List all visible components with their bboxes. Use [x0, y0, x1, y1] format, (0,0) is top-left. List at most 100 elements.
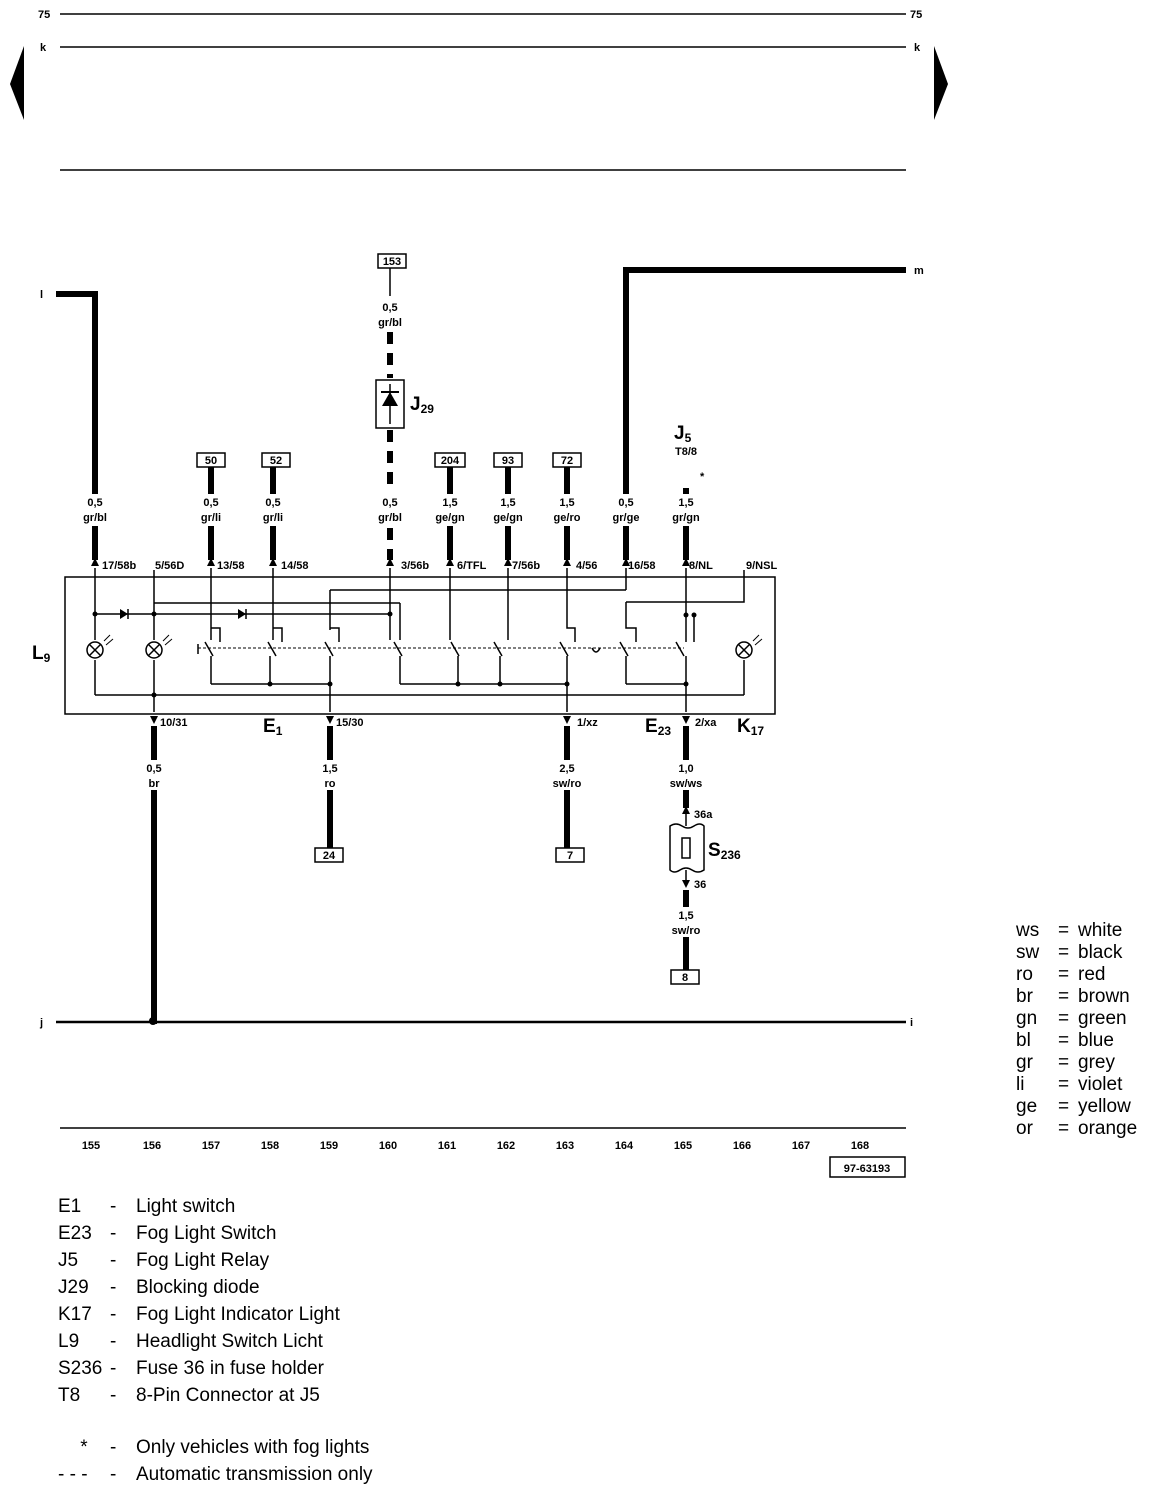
label-e1: E1: [263, 716, 283, 738]
diagram-id-box: [829, 1156, 906, 1178]
component-key-row: E23-Fog Light Switch: [58, 1223, 277, 1244]
color-key-row: gr=grey: [1016, 1052, 1115, 1073]
pin-6-tfl: 6/TFL: [457, 560, 487, 572]
color-key-row: bl=blue: [1016, 1030, 1114, 1051]
pin-9-nsl: 9/NSL: [746, 560, 777, 572]
color-key-row: ws=white: [1016, 920, 1123, 941]
track-166: 166: [733, 1140, 751, 1152]
wire-160-color: gr/bl: [378, 512, 402, 524]
label-l9: L9: [32, 643, 51, 665]
wire-93-color: ge/gn: [493, 512, 523, 524]
track-168: 168: [851, 1140, 869, 1152]
wire-j5-color: gr/gn: [672, 512, 700, 524]
wire-204-color: ge/gn: [435, 512, 465, 524]
wire-93-size: 1,5: [500, 497, 515, 509]
color-key-row: br=brown: [1016, 986, 1130, 1007]
pin-1-xz: 1/xz: [577, 717, 598, 729]
track-158: 158: [261, 1140, 279, 1152]
wire-52-color: gr/li: [263, 512, 283, 524]
wire-br-color: br: [149, 778, 161, 790]
wire-7-size: 2,5: [559, 763, 574, 775]
label-e23: E23: [645, 716, 671, 738]
wire-50-size: 0,5: [203, 497, 218, 509]
wire-160-size: 0,5: [382, 497, 397, 509]
pin-fuse-36: 36: [694, 879, 706, 891]
fuse-icon: [681, 837, 691, 859]
wire-fuse-out-size: 1,5: [678, 910, 693, 922]
wire-m-color: gr/ge: [613, 512, 640, 524]
top-wire-labels: 0,5 gr/bl 0,5 gr/li 0,5 gr/li 1,5 ge/gn …: [78, 494, 706, 526]
component-key-gap: [58, 1409, 373, 1434]
wire-fuse-in-color: sw/ws: [670, 778, 702, 790]
pin-5-56d: 5/56D: [155, 560, 184, 572]
marker-i: i: [910, 1017, 913, 1029]
track-156: 156: [143, 1140, 161, 1152]
diode-icon: [382, 392, 398, 406]
track-167: 167: [792, 1140, 810, 1152]
internal-diode-icon-2: [238, 609, 246, 619]
component-key-row: S236-Fuse 36 in fuse holder: [58, 1358, 325, 1379]
wire-m: [623, 267, 906, 560]
wire-153-size: 0,5: [382, 302, 397, 314]
color-key-row: or=orange: [1016, 1118, 1138, 1139]
track-155: 155: [82, 1140, 100, 1152]
switch-internals: [92, 568, 745, 712]
pin-13-58: 13/58: [217, 560, 245, 572]
nav-arrow-left-icon: [10, 46, 24, 120]
page-number-left: 75: [38, 9, 50, 21]
wire-j5-size: 1,5: [678, 497, 693, 509]
wire-72-size: 1,5: [559, 497, 574, 509]
wire-fuse-out-color: sw/ro: [672, 925, 701, 937]
marker-k-right: k: [914, 42, 921, 54]
color-key-row: li=violet: [1016, 1074, 1123, 1095]
component-key-row: J29-Blocking diode: [58, 1277, 260, 1298]
wire-l-color: gr/bl: [83, 512, 107, 524]
wire-204-size: 1,5: [442, 497, 457, 509]
pin-3-56b: 3/56b: [401, 560, 429, 572]
wire-52-size: 0,5: [265, 497, 280, 509]
track-numbers: 155 156 157 158 159 160 161 162 163 164 …: [82, 1140, 869, 1152]
lamp-l9-2: [145, 634, 173, 659]
wire-24-color: ro: [325, 778, 336, 790]
ground-junction: [149, 1017, 157, 1025]
wire-7-color: sw/ro: [553, 778, 582, 790]
pin-2-xa: 2/xa: [695, 717, 717, 729]
wire-l-size: 0,5: [87, 497, 102, 509]
wire-fuse-in-size: 1,0: [678, 763, 693, 775]
color-key-row: sw=black: [1016, 942, 1123, 963]
ref-7: 7: [567, 850, 573, 862]
diagram-id: 97-63193: [844, 1163, 891, 1175]
label-j29: J29: [410, 394, 434, 416]
nav-arrow-right-icon: [934, 46, 948, 120]
ref-box-7: [555, 847, 585, 863]
ref-204: 204: [441, 455, 460, 467]
ref-box-8: [670, 969, 700, 985]
marker-k-left: k: [40, 42, 47, 54]
track-159: 159: [320, 1140, 338, 1152]
bottom-pins: 10/31 15/30 1/xz 2/xa: [150, 716, 717, 729]
track-163: 163: [556, 1140, 574, 1152]
wire-m-size: 0,5: [618, 497, 633, 509]
label-j5: J5: [674, 423, 692, 445]
wire-50-color: gr/li: [201, 512, 221, 524]
marker-j: j: [39, 1017, 43, 1029]
color-key: ws=white sw=black ro=red br=brown gn=gre…: [1016, 920, 1137, 1140]
label-j5-star: *: [700, 471, 705, 483]
color-key-row: ro=red: [1016, 964, 1106, 985]
note-row: *-Only vehicles with fog lights: [80, 1437, 370, 1458]
wire-br-size: 0,5: [146, 763, 161, 775]
pin-fuse-36a: 36a: [694, 809, 713, 821]
track-164: 164: [615, 1140, 634, 1152]
label-s236: S236: [708, 840, 741, 862]
component-key: E1-Light switch E23-Fog Light Switch J5-…: [58, 1193, 373, 1488]
component-key-row: T8-8-Pin Connector at J5: [58, 1385, 320, 1406]
color-key-row: gn=green: [1016, 1008, 1127, 1029]
lamp-k17: [735, 634, 763, 659]
pin-14-58: 14/58: [281, 560, 309, 572]
track-157: 157: [202, 1140, 220, 1152]
component-key-row: L9-Headlight Switch Licht: [58, 1331, 323, 1352]
internal-diode-icon: [120, 609, 128, 619]
ref-50: 50: [205, 455, 217, 467]
ref-24: 24: [323, 850, 336, 862]
